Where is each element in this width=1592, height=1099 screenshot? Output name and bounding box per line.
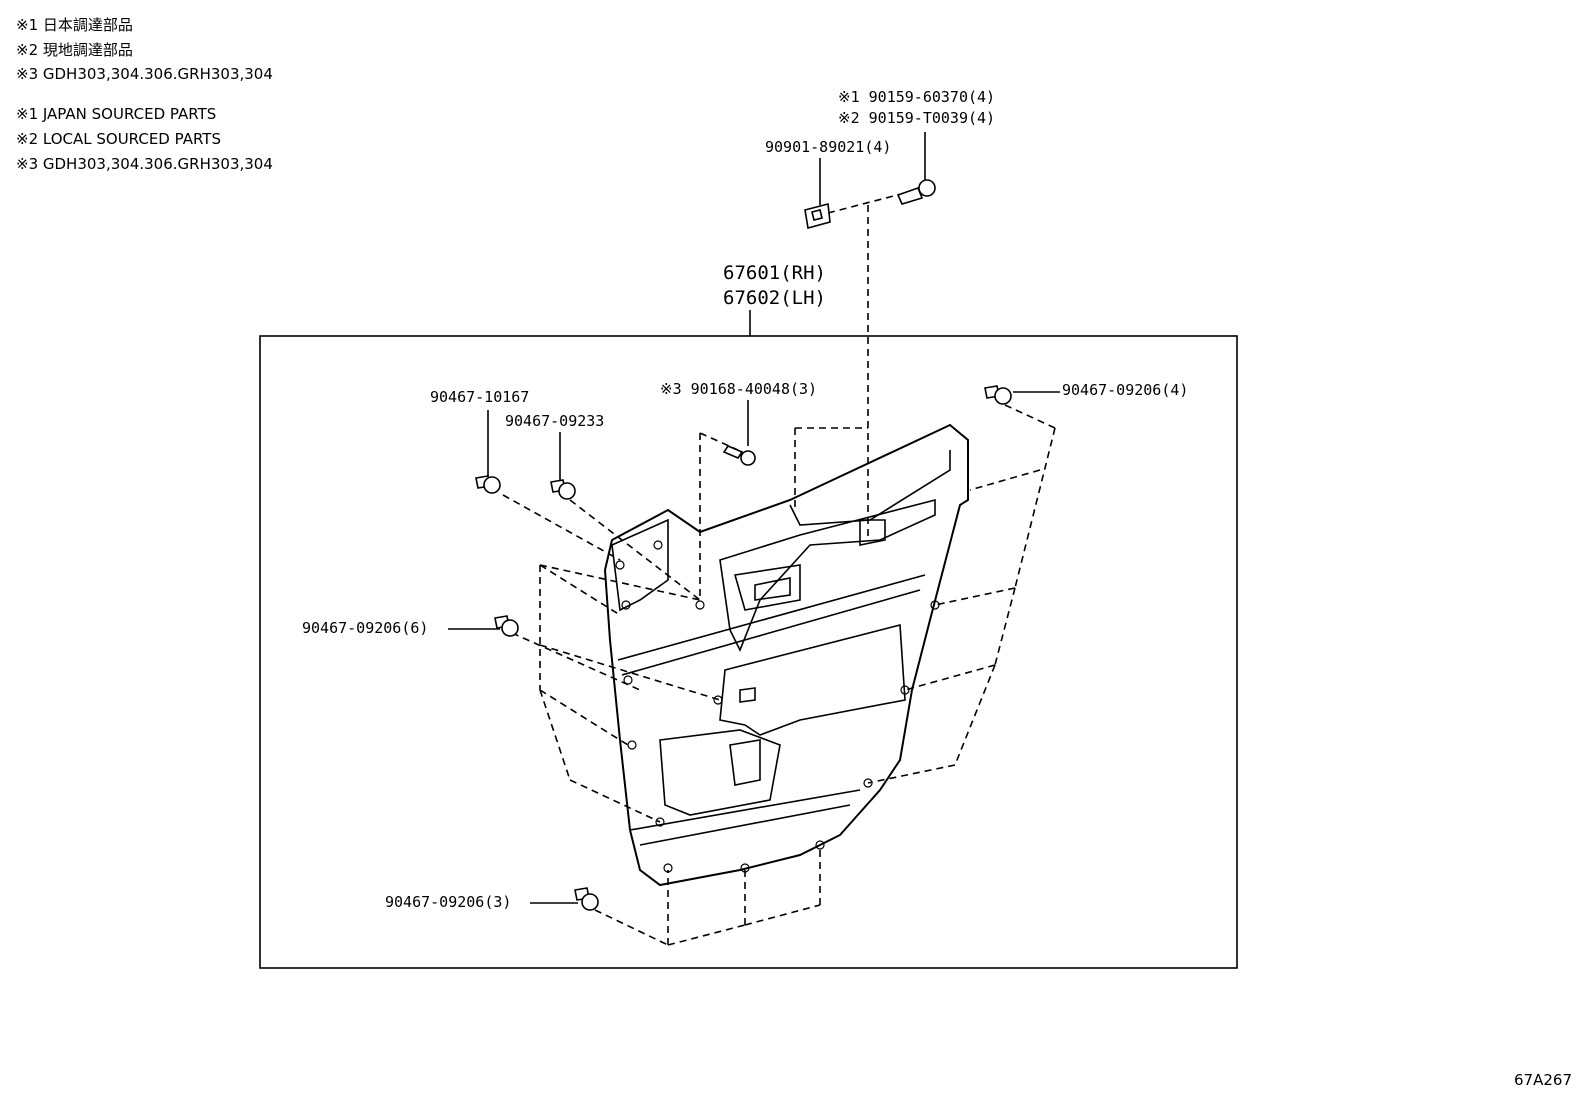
clip-90467-10167 <box>475 475 501 494</box>
label-bolt-local[interactable]: ※2 90159-T0039(4) <box>838 109 996 127</box>
label-board-lh[interactable]: 67602(LH) <box>723 287 826 309</box>
clip-90467-09206-top <box>984 385 1012 405</box>
door-trim-board-outline <box>603 423 969 887</box>
bolt-90159 <box>896 186 924 205</box>
label-clip-left[interactable]: 90467-09206(6) <box>302 619 429 637</box>
screw-90168 <box>722 445 744 459</box>
note-en-2: ※2 LOCAL SOURCED PARTS <box>16 130 221 148</box>
label-clip-bottom[interactable]: 90467-09206(3) <box>385 893 512 911</box>
assembly-frame <box>259 335 1238 969</box>
label-nut[interactable]: 90901-89021(4) <box>765 138 892 156</box>
clip-90467-09206-bottom <box>574 887 599 911</box>
clip-90467-09206-left <box>494 615 519 637</box>
label-board-rh[interactable]: 67601(RH) <box>723 262 826 284</box>
label-clip-top-right[interactable]: 90467-09206(4) <box>1062 381 1189 399</box>
note-jp-3: ※3 GDH303,304.306.GRH303,304 <box>16 65 273 83</box>
note-en-3: ※3 GDH303,304.306.GRH303,304 <box>16 155 273 173</box>
note-jp-1: ※1 日本調達部品 <box>16 16 133 34</box>
label-screw[interactable]: ※3 90168-40048(3) <box>660 380 818 398</box>
label-clip-b[interactable]: 90467-09233 <box>505 412 605 430</box>
diagram-ref-code: 67A267 <box>1514 1071 1572 1089</box>
note-jp-2: ※2 現地調達部品 <box>16 41 133 59</box>
note-en-1: ※1 JAPAN SOURCED PARTS <box>16 105 217 123</box>
label-clip-a[interactable]: 90467-10167 <box>430 388 530 406</box>
label-bolt-jp[interactable]: ※1 90159-60370(4) <box>838 88 996 106</box>
clip-90467-09233 <box>550 479 576 500</box>
